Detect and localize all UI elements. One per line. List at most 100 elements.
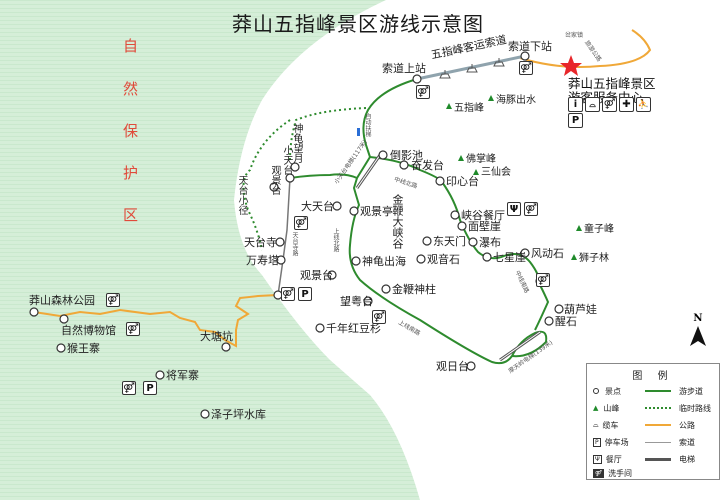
walkway-upper: [348, 156, 513, 365]
spot-label[interactable]: 莽山森林公园: [29, 294, 95, 307]
restroom-symbol-icon: ⚤: [593, 468, 605, 478]
legend-symbol-label: 山峰: [603, 403, 620, 413]
spot-label[interactable]: 葫芦娃: [564, 303, 597, 316]
spot-label[interactable]: 醒石: [555, 315, 577, 328]
town-label: 岔家镇: [565, 32, 584, 39]
legend-line-label: 临时路线: [679, 403, 711, 413]
ropeway-upper-station[interactable]: 索道上站: [382, 62, 426, 75]
parking-icon: P: [298, 287, 312, 301]
restaurant-symbol-icon: Ψ: [593, 454, 602, 464]
legend-line-label: 索道: [679, 437, 695, 447]
legend-symbol-label: 餐厅: [605, 454, 622, 464]
restaurant-icon: Ψ: [507, 202, 521, 216]
peak-label: 狮子林: [579, 253, 609, 264]
visitor-center-star: [560, 55, 582, 76]
map-title: 莽山五指峰景区游线示意图: [232, 12, 484, 36]
temp-route-shengui: [289, 107, 367, 161]
spot-label[interactable]: 大天台: [301, 200, 334, 213]
spot-label[interactable]: 猴王寨: [67, 342, 100, 355]
temp-route-tiantai: [242, 119, 291, 251]
ropeway-line-swatch: [645, 441, 671, 443]
restroom-icon: ⚤: [106, 293, 120, 307]
elevator-line-swatch: [645, 457, 671, 461]
walkway-line-swatch: [645, 390, 671, 392]
restroom-icon: ⚤: [416, 85, 430, 99]
cable-car-symbol-icon: ⌓: [593, 420, 599, 429]
spot-label[interactable]: 自然博物馆: [61, 324, 116, 337]
legend-symbol-label: 停车场: [604, 437, 629, 447]
restroom-icon: ⚤: [602, 97, 617, 112]
spot-label[interactable]: 泽子坪水库: [211, 408, 266, 421]
walkway-top: [362, 78, 418, 158]
parking-icon: P: [143, 381, 157, 395]
peak-label: 三仙会: [481, 167, 511, 178]
peak-label: 佛掌峰: [466, 154, 496, 165]
spot-label[interactable]: 七星崖: [493, 251, 526, 264]
spot-label[interactable]: 大塘坑: [200, 330, 233, 343]
spot-label[interactable]: 奋发台: [411, 159, 444, 172]
valley-label: 金鞭大峡谷: [391, 194, 404, 249]
spot-label[interactable]: 印心台: [446, 175, 479, 188]
road-highway: [519, 29, 652, 68]
spot-label[interactable]: 观景台: [300, 269, 333, 282]
reserve-label-char: 区: [123, 206, 139, 224]
walkway-tiantai: [289, 173, 358, 179]
restroom-icon: ⚤: [536, 273, 550, 287]
spot-label[interactable]: 东天门: [433, 235, 466, 248]
ropeway-lower-station[interactable]: 索道下站: [508, 40, 552, 53]
legend-line-label: 公路: [679, 420, 695, 430]
hiking-icon: ⛹: [636, 97, 651, 112]
spot-label[interactable]: 观景亭: [360, 205, 393, 218]
peak-label: 童子峰: [584, 224, 614, 235]
legend-symbol-label: 洗手间: [608, 468, 633, 478]
first-aid-icon: ✚: [619, 97, 634, 112]
reserve-label-char: 自: [123, 37, 139, 55]
tiantai-trail-label: 天台小径: [236, 175, 247, 215]
north-arrow-icon: [690, 326, 706, 346]
walkway-tiantai-road: [277, 177, 291, 296]
spot-label[interactable]: 观日台: [436, 360, 469, 373]
spot-label[interactable]: 观景台: [269, 165, 280, 195]
upper-north-label: 上线北路: [332, 228, 339, 252]
peak-symbol-icon: ▲: [593, 404, 599, 412]
peak-label: 五指峰: [454, 103, 484, 114]
spot-label[interactable]: 风动石: [531, 247, 564, 260]
spot-symbol-icon: [593, 388, 599, 394]
temp-route-line-swatch: [645, 407, 671, 409]
road-west: [33, 294, 278, 348]
spot-label[interactable]: 望粤台: [340, 295, 373, 308]
spot-label[interactable]: 峡谷餐厅: [461, 209, 505, 222]
spot-label[interactable]: 观音石: [427, 253, 460, 266]
spot-label[interactable]: 万寿塔: [246, 254, 279, 267]
legend-line-label: 电梯: [679, 454, 695, 464]
spot-label[interactable]: 神龟出海: [362, 255, 406, 268]
restroom-icon: ⚤: [281, 287, 295, 301]
spot-label[interactable]: 倒影池: [390, 149, 423, 162]
spot-label[interactable]: 将军寨: [166, 369, 199, 382]
spot-label[interactable]: 瀑布: [479, 236, 501, 249]
north-label: N: [693, 313, 703, 324]
visitor-center-line1: 莽山五指峰景区: [568, 76, 656, 91]
spot-label[interactable]: 面壁崖: [468, 220, 501, 233]
north-arrow: N: [686, 313, 710, 351]
spot-label[interactable]: 天台寺: [244, 236, 277, 249]
reserve-label-char: 保: [123, 122, 139, 140]
parking-symbol-icon: P: [593, 437, 601, 447]
escalator-marker: [357, 128, 360, 136]
reserve-label-char: 护: [123, 164, 139, 182]
legend-line-label: 游步道: [679, 386, 703, 396]
spot-label[interactable]: 千年红豆杉: [326, 322, 381, 335]
spot-label[interactable]: 神龟望月: [291, 123, 302, 163]
info-icon: i: [568, 97, 583, 112]
restroom-icon: ⚤: [524, 202, 538, 216]
restroom-icon: ⚤: [372, 310, 386, 324]
road-line-swatch: [645, 424, 671, 426]
restroom-icon: ⚤: [122, 381, 136, 395]
spot-label[interactable]: 小天台: [281, 145, 292, 175]
tiantai-path-label: 天台寺路: [291, 232, 298, 256]
restroom-icon: ⚤: [294, 216, 308, 230]
spot-label[interactable]: 金鞭神柱: [392, 283, 436, 296]
